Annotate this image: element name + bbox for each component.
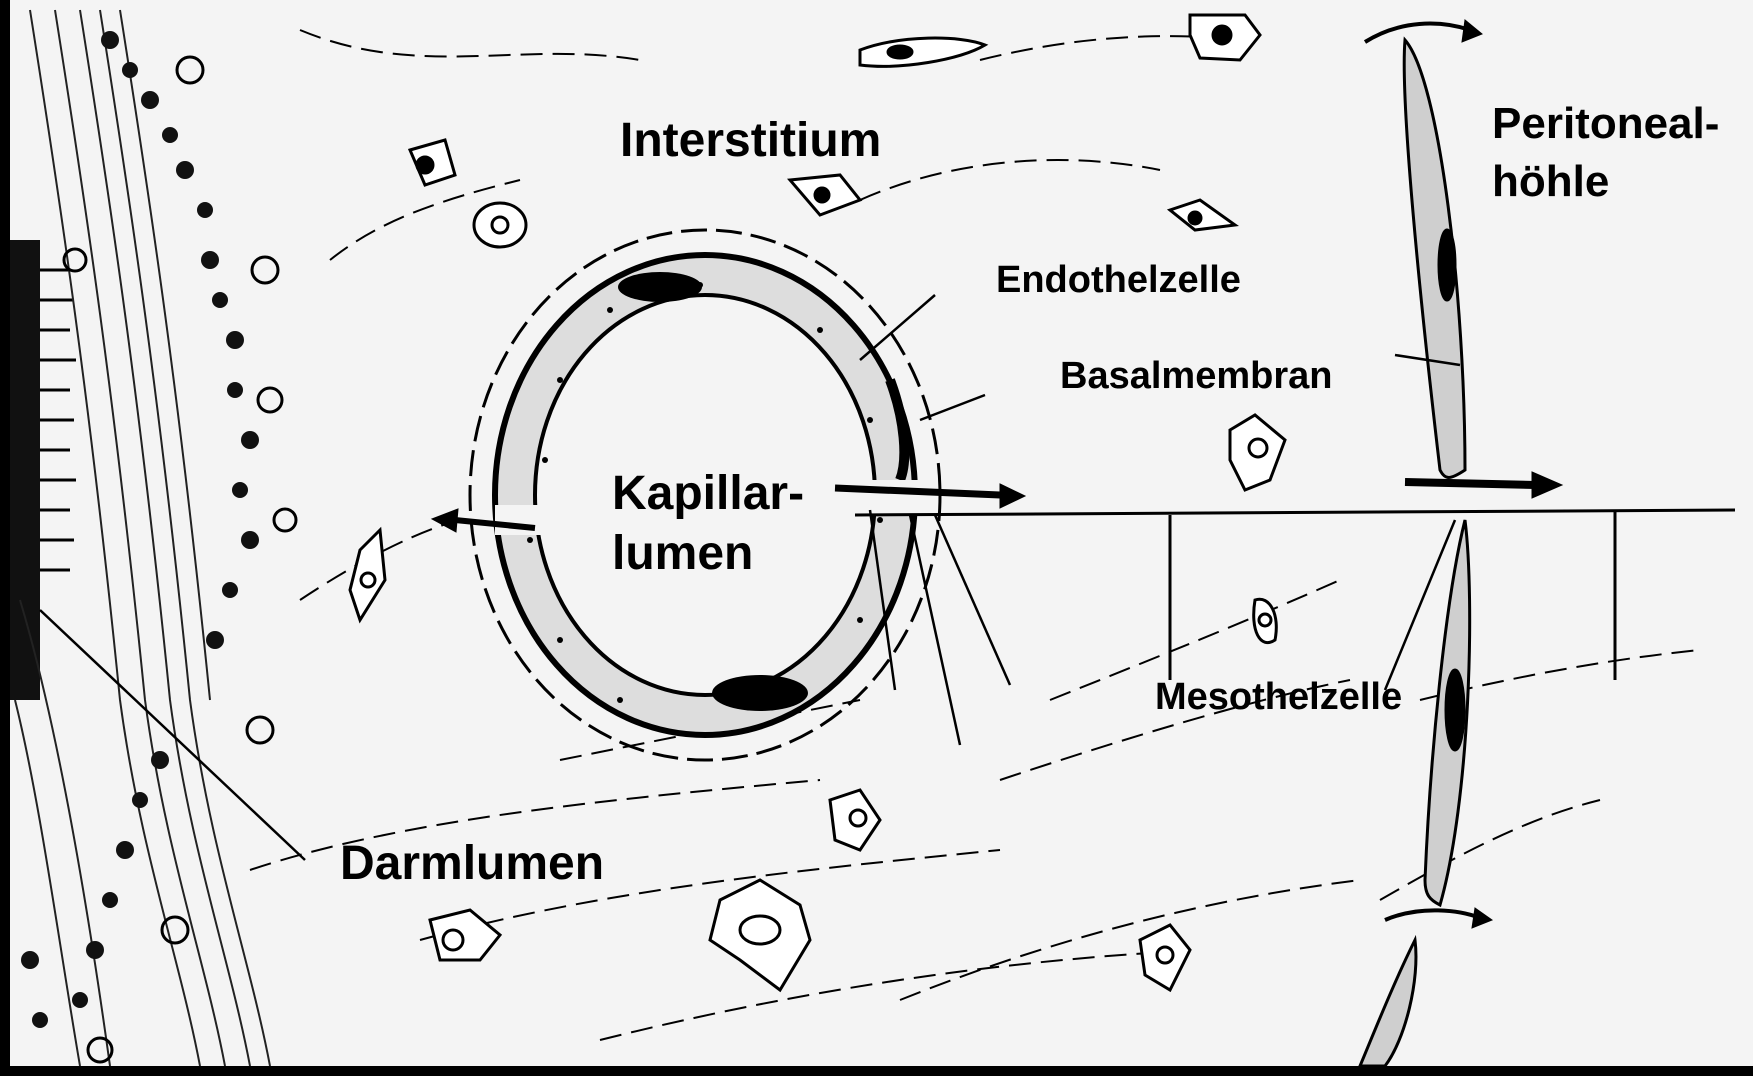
label-peritonealhoehle-line2: höhle (1492, 158, 1609, 206)
label-kapillarlumen-line1: Kapillar- (612, 468, 804, 520)
label-mesothelzelle: Mesothelzelle (1155, 677, 1402, 718)
label-basalmembran: Basalmembran (1060, 356, 1332, 397)
label-darmlumen: Darmlumen (340, 838, 604, 890)
label-interstitium: Interstitium (620, 115, 881, 167)
label-kapillarlumen-line2: lumen (612, 528, 753, 580)
bottom-frame-border (0, 1066, 1753, 1076)
left-frame-border (0, 0, 10, 1076)
label-endothelzelle: Endothelzelle (996, 260, 1241, 301)
label-peritonealhoehle-line1: Peritoneal- (1492, 100, 1719, 148)
